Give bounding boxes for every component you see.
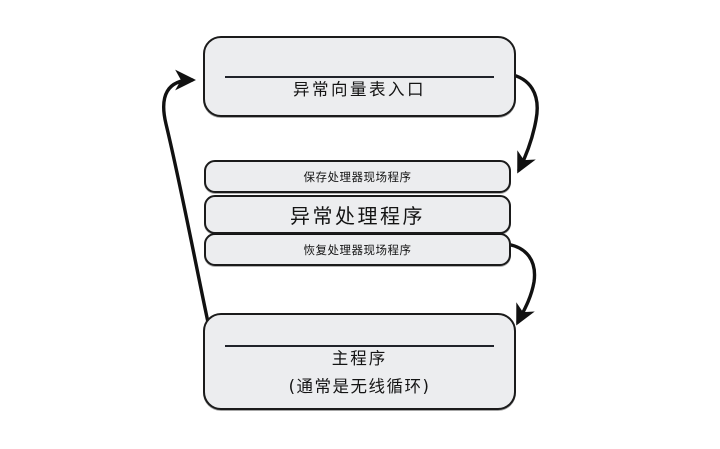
node-label-exception-vector-table: 异常向量表入口: [293, 80, 426, 100]
divider-rule-vector-table: [225, 76, 494, 78]
node-exception-handler[interactable]: 异常处理程序: [204, 195, 511, 234]
node-label-main-program: 主程序: [331, 349, 388, 369]
node-label-restore-processor-context: 恢复处理器现场程序: [303, 242, 412, 257]
divider-rule-main-program: [225, 345, 494, 347]
node-restore-processor-context[interactable]: 恢复处理器现场程序: [204, 233, 511, 266]
arrow-main-program-to-vector-table: [161, 69, 211, 329]
node-main-program[interactable]: 主程序 (通常是无线循环): [203, 313, 516, 410]
node-label-save-processor-context: 保存处理器现场程序: [303, 169, 412, 184]
node-save-processor-context[interactable]: 保存处理器现场程序: [204, 160, 511, 193]
arrow-handler-to-main-program: [504, 242, 537, 326]
node-sublabel-main-program: (通常是无线循环): [288, 376, 431, 396]
node-label-exception-handler: 异常处理程序: [290, 204, 425, 228]
arrow-vector-table-to-handler: [507, 72, 539, 174]
node-main-program-body: 主程序 (通常是无线循环): [289, 348, 431, 396]
node-exception-vector-table[interactable]: 异常向量表入口: [203, 36, 516, 117]
